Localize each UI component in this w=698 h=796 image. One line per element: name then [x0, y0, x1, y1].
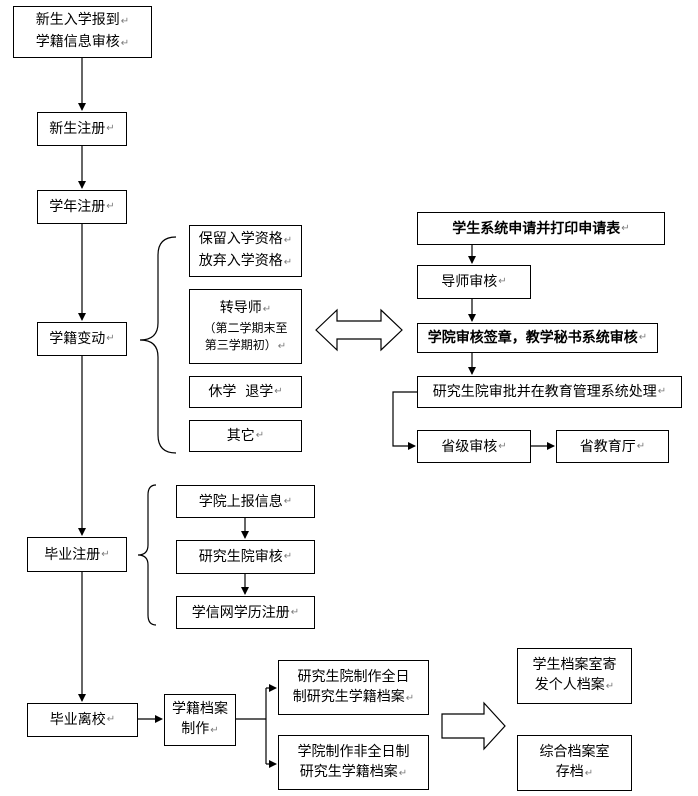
year-registration-box: 学年注册↵: [37, 190, 127, 224]
chsi-registration-box: 学信网学历注册↵: [176, 596, 315, 629]
graduation-registration-box: 毕业注册↵: [27, 537, 127, 572]
freshman-registration-box: 新生注册↵: [37, 112, 127, 146]
fulltime-archive-box: 研究生院制作全日 制研究生学籍档案↵: [278, 660, 429, 715]
college-review-box: 学院审核签章，教学秘书系统审核↵: [417, 323, 658, 353]
college-report-box: 学院上报信息↵: [176, 485, 315, 518]
advisor-review-box: 导师审核↵: [417, 265, 531, 299]
enroll-box: 新生入学报到↵ 学籍信息审核↵: [13, 6, 152, 58]
suspend-withdraw-box: 休学 退学↵: [189, 376, 302, 408]
store-archive-box: 综合档案室 存档↵: [517, 735, 632, 791]
provincial-review-box: 省级审核↵: [417, 430, 531, 463]
provincial-dept-box: 省教育厅↵: [556, 430, 669, 463]
transfer-advisor-box: 转导师↵ （第二学期末至 第三学期初）↵: [189, 289, 302, 364]
double-hollow-arrow: [315, 308, 403, 352]
parttime-archive-box: 学院制作非全日制 研究生学籍档案↵: [278, 735, 429, 790]
other-box: 其它↵: [189, 420, 302, 452]
archive-make-box: 学籍档案 制作↵: [164, 694, 236, 746]
retain-admission-box: 保留入学资格↵ 放弃入学资格↵: [189, 225, 302, 277]
graduate-leave-box: 毕业离校↵: [27, 703, 138, 737]
status-change-box: 学籍变动↵: [37, 322, 127, 356]
student-apply-box: 学生系统申请并打印申请表↵: [417, 212, 665, 245]
brace-status-change: [139, 236, 177, 454]
mail-archive-box: 学生档案室寄 发个人档案↵: [517, 648, 632, 704]
brace-graduation: [137, 484, 157, 626]
grad-school-review-box: 研究生院审核↵: [176, 540, 315, 574]
grad-school-approve-box: 研究生院审批并在教育管理系统处理↵: [417, 376, 682, 408]
hollow-arrow-right: [441, 701, 506, 751]
arrow-gradschool-to-provincial: [392, 391, 417, 450]
